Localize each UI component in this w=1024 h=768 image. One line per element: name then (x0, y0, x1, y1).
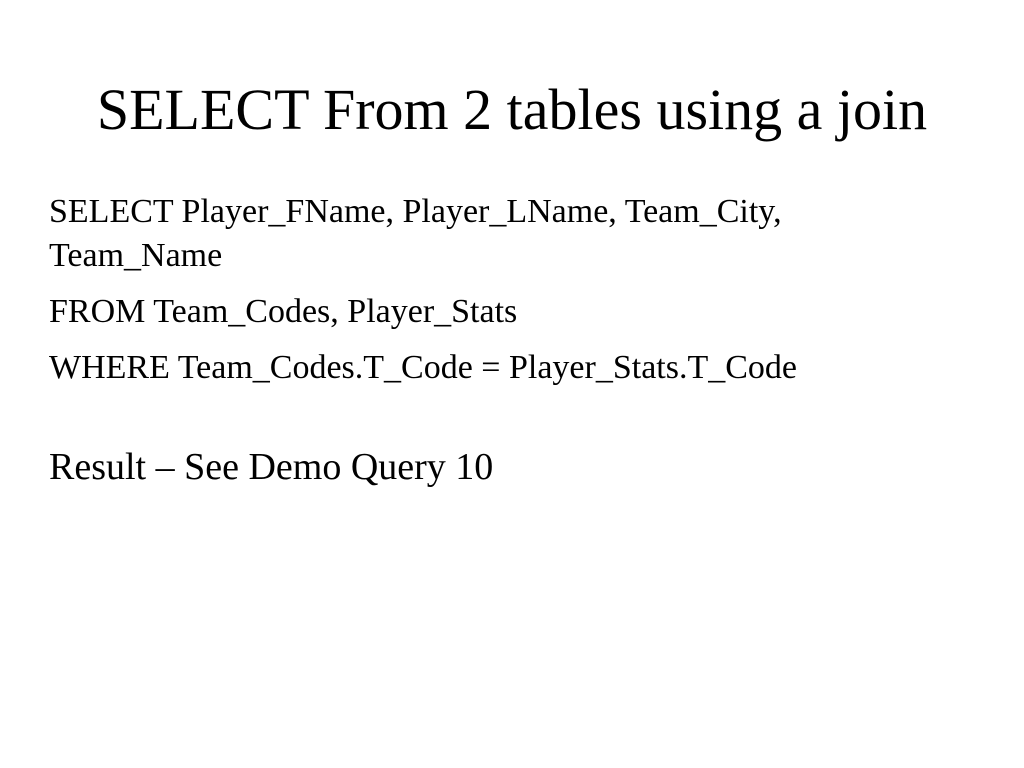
sql-where-line: WHERE Team_Codes.T_Code = Player_Stats.T… (49, 349, 797, 386)
slide-body: SELECT Player_FName, Player_LName, Team_… (49, 190, 979, 492)
sql-select-continuation: Team_Name (49, 237, 223, 274)
slide-title: SELECT From 2 tables using a join (96, 77, 928, 142)
result-note: Result – See Demo Query 10 (49, 446, 494, 488)
sql-select-line: SELECT Player_FName, Player_LName, Team_… (49, 193, 782, 230)
sql-from-line: FROM Team_Codes, Player_Stats (49, 293, 518, 330)
